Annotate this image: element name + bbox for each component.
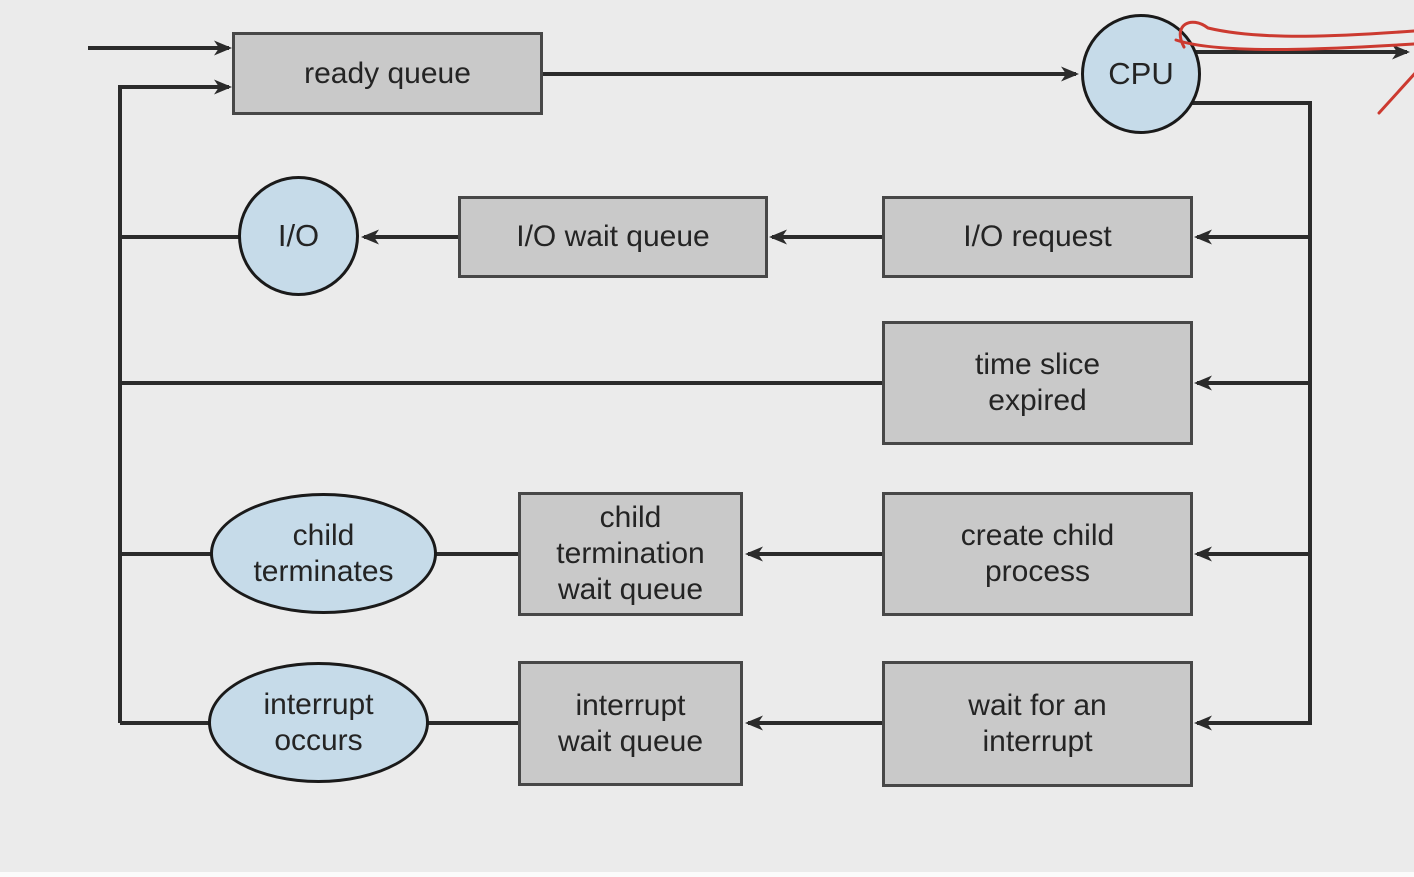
node-ready-queue: ready queue <box>232 32 543 115</box>
child-terminates-label: child terminates <box>253 518 394 588</box>
create-child-process-label: create child process <box>960 519 1115 588</box>
red-scribble-arrow-upper-stroke <box>1178 20 1414 49</box>
io-request-label: I/O request <box>963 220 1112 253</box>
node-interrupt-occurs: interrupt occurs <box>208 662 429 783</box>
time-slice-expired-label: time slice expired <box>974 348 1101 417</box>
node-create-child-process: create child process <box>882 492 1193 616</box>
connector-return-line-to-ready-queue <box>118 79 232 723</box>
node-wait-for-an-interrupt: wait for an interrupt <box>882 661 1193 787</box>
node-interrupt-wait-queue: interrupt wait queue <box>518 661 743 786</box>
interrupt-wait-queue-label: interrupt wait queue <box>557 688 704 758</box>
node-io-wait-queue: I/O wait queue <box>458 196 768 278</box>
connector-cpu-down-to-wait-for-interrupt <box>1186 101 1312 731</box>
ready-queue-label: ready queue <box>304 56 471 90</box>
cpu-label: CPU <box>1108 56 1174 92</box>
node-child-terminates: child terminates <box>210 493 437 614</box>
node-io-request: I/O request <box>882 196 1193 278</box>
io-wait-queue-label: I/O wait queue <box>516 220 710 253</box>
node-io: I/O <box>238 176 359 296</box>
node-child-termination-wait-queue: child termination wait queue <box>518 492 743 616</box>
wait-for-an-interrupt-label: wait for an interrupt <box>968 689 1107 758</box>
red-scribble-arrow-lower-stroke <box>1174 38 1414 51</box>
node-time-slice-expired: time slice expired <box>882 321 1193 445</box>
child-termination-wait-queue-label: child termination wait queue <box>556 501 705 606</box>
io-label: I/O <box>277 218 320 254</box>
bottom-edge-strip <box>0 872 1414 877</box>
red-scribble-arrowhead-stroke <box>1377 72 1414 115</box>
interrupt-occurs-label: interrupt occurs <box>263 687 374 757</box>
